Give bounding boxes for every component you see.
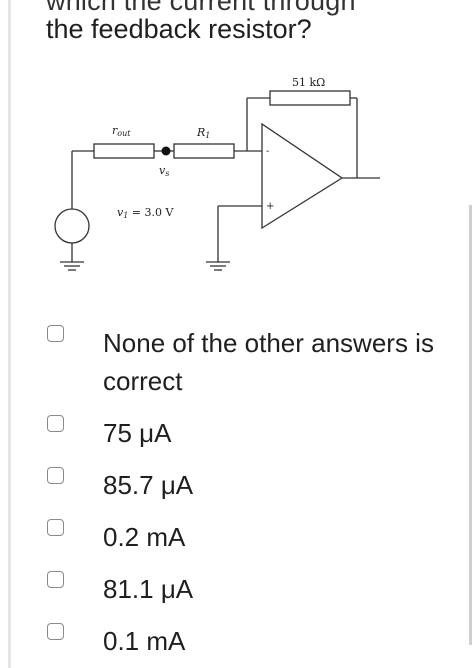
- answer-checkbox[interactable]: [47, 623, 64, 640]
- circuit-diagram: 51 kΩ rout R1 vs v1 = 3.0 V - +: [54, 76, 380, 271]
- answer-option-6[interactable]: 0.1 mA: [0, 616, 474, 668]
- scrollbar[interactable]: [469, 205, 472, 645]
- vs-label: vs: [159, 164, 169, 178]
- v1-label: v1 = 3.0 V: [117, 206, 175, 220]
- feedback-resistor-label: 51 kΩ: [292, 76, 325, 89]
- answer-option-1[interactable]: None of the other answers is correct: [0, 318, 474, 408]
- answer-option-4[interactable]: 0.2 mA: [0, 512, 474, 564]
- answer-label: 0.2 mA: [103, 522, 186, 552]
- answer-checkbox[interactable]: [47, 415, 64, 432]
- question-previous-line: which the current through: [46, 0, 356, 16]
- answer-checkbox[interactable]: [47, 519, 64, 536]
- answer-option-5[interactable]: 81.1 μA: [0, 564, 474, 616]
- answer-label: 85.7 μA: [103, 470, 194, 500]
- question-text: the feedback resistor?: [46, 14, 312, 44]
- answer-label: 0.1 mA: [103, 626, 186, 656]
- answer-checkbox[interactable]: [47, 325, 64, 342]
- answer-option-3[interactable]: 85.7 μA: [0, 460, 474, 512]
- answer-checkbox[interactable]: [47, 571, 64, 588]
- plus-sign: +: [266, 201, 274, 212]
- r-out-label: rout: [112, 124, 131, 138]
- r1-label: R1: [196, 126, 210, 140]
- answer-list: None of the other answers is correct 75 …: [0, 318, 474, 668]
- answer-label: 75 μA: [103, 418, 172, 448]
- answer-option-2[interactable]: 75 μA: [0, 408, 474, 460]
- feedback-resistor: [269, 90, 351, 106]
- voltage-source: [54, 208, 90, 244]
- op-amp: [261, 122, 344, 230]
- answer-label: None of the other answers is correct: [103, 328, 434, 396]
- answer-checkbox[interactable]: [47, 467, 64, 484]
- r1-resistor: [173, 143, 235, 159]
- minus-sign: -: [266, 146, 269, 157]
- r-out-resistor: [93, 143, 155, 159]
- answer-label: 81.1 μA: [103, 574, 194, 604]
- page-left-border: [8, 0, 11, 668]
- vs-node: [161, 146, 171, 156]
